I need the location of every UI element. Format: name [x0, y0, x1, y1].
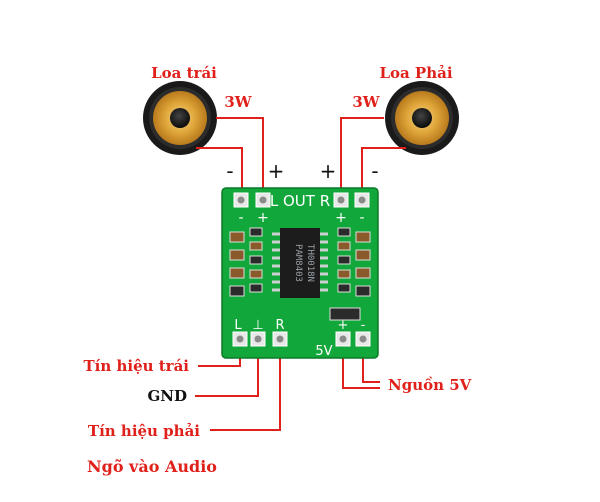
signal-right-wire [210, 342, 281, 431]
power-input-label: Nguồn 5V [388, 376, 472, 394]
out-right-plus-silk: + [335, 210, 347, 226]
audio-input-caption: Ngõ vào Audio [87, 457, 217, 476]
left-plus-sign: + [268, 159, 285, 183]
left-components [229, 227, 263, 297]
output-pads [233, 192, 370, 208]
left-speaker-icon [143, 81, 217, 155]
right-speaker-plus-wire [340, 117, 384, 200]
amplifier-chip: PAM8403 TH0018N [272, 228, 328, 298]
output-silkscreen-label: L OUT R [270, 192, 330, 210]
left-power-label: 3W [224, 93, 252, 111]
ground-wire [195, 342, 259, 397]
right-plus-sign: + [320, 159, 337, 183]
right-power-label: 3W [352, 93, 380, 111]
output-wires [196, 117, 406, 200]
left-speaker-minus-wire [196, 147, 243, 200]
input-ground-silk: ⊥ [252, 318, 263, 333]
right-minus-sign: - [371, 159, 378, 183]
input-left-silk: L [234, 318, 242, 333]
chip-marking-2: TH0018N [305, 244, 315, 282]
out-left-minus-silk: - [238, 210, 243, 226]
input-right-silk: R [275, 318, 284, 333]
amplifier-board: L OUT R - + + - [221, 187, 379, 359]
right-speaker-minus-wire [361, 147, 406, 200]
left-minus-sign: - [226, 159, 233, 183]
input-pads [232, 331, 371, 347]
supply-plus-silk: + [338, 318, 349, 333]
signal-right-label: Tín hiệu phải [88, 422, 200, 440]
left-speaker-plus-wire [216, 117, 264, 200]
out-right-minus-silk: - [359, 210, 364, 226]
right-components [329, 227, 371, 321]
out-left-plus-silk: + [257, 210, 269, 226]
supply-voltage-silk: 5V [315, 344, 332, 359]
ground-label: GND [147, 387, 187, 405]
chip-marking-1: PAM8403 [293, 244, 303, 282]
right-speaker-label: Loa Phải [379, 64, 452, 82]
signal-left-label: Tín hiệu trái [83, 357, 189, 375]
left-speaker-label: Loa trái [151, 64, 217, 82]
supply-minus-silk: - [361, 318, 366, 333]
right-speaker-icon [385, 81, 459, 155]
